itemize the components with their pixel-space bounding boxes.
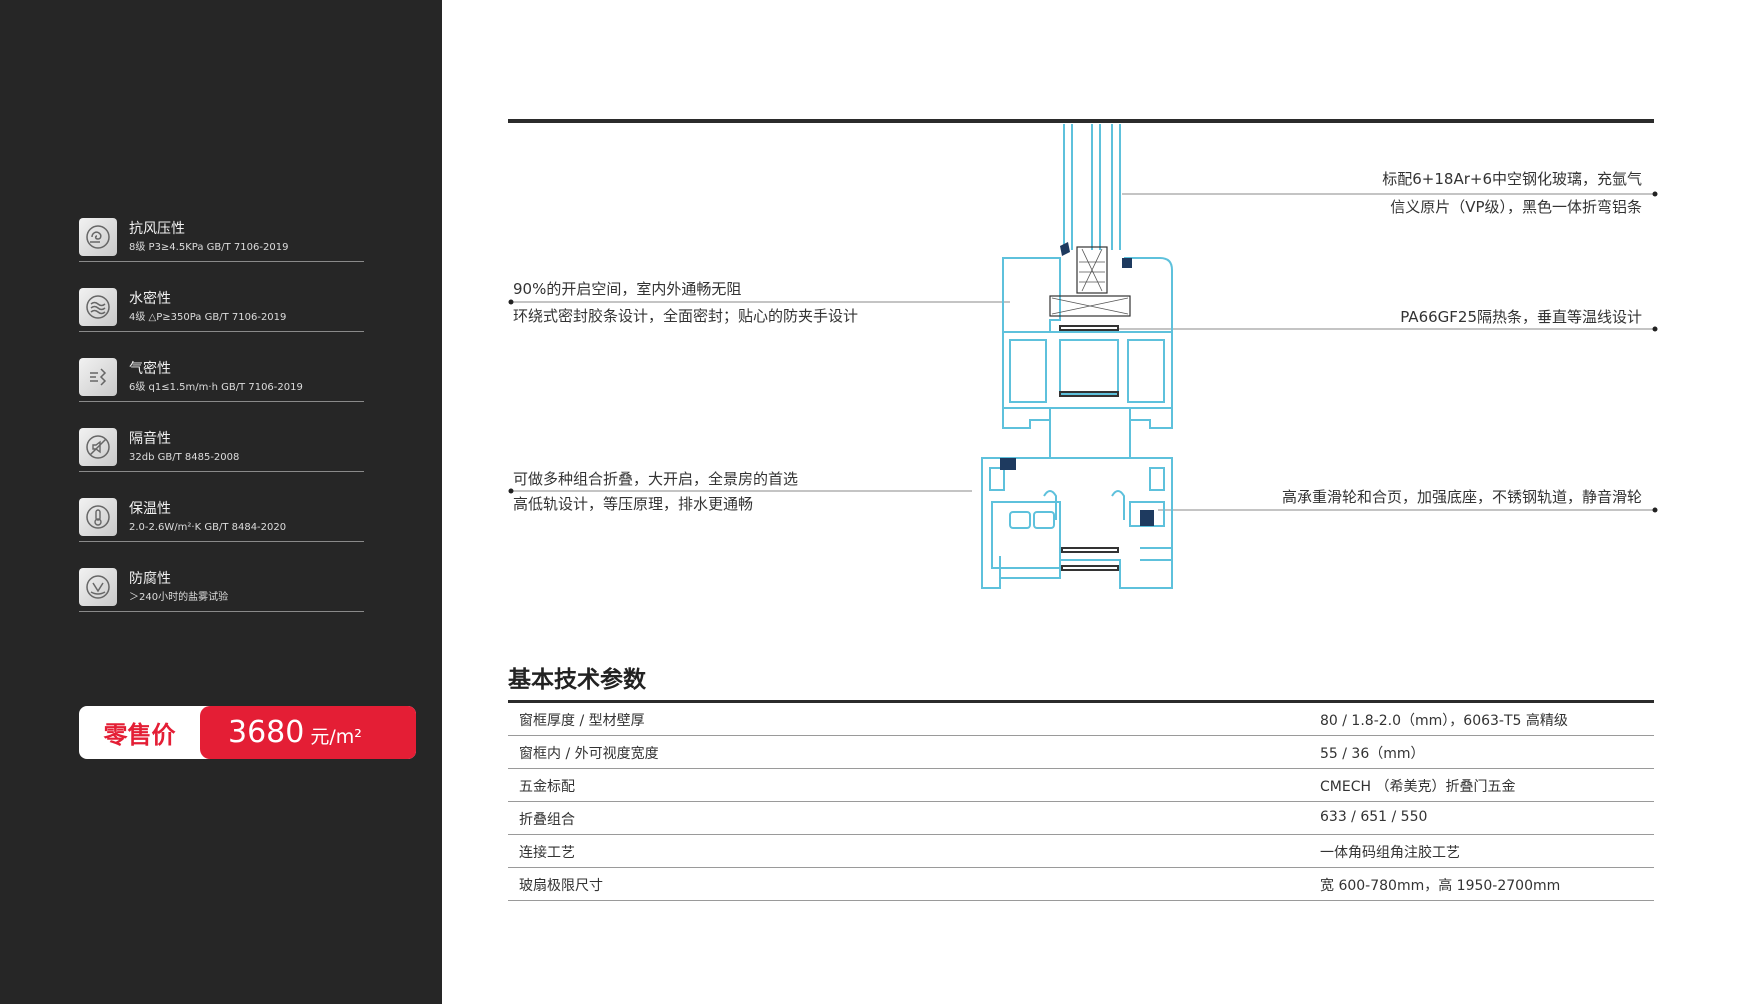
param-value: 55 / 36（mm）	[1320, 746, 1425, 762]
price-value-block: 3680 元/m²	[200, 706, 416, 759]
gaskets	[1000, 242, 1154, 526]
params-section-title: 基本技术参数	[508, 667, 646, 693]
table-row: 连接工艺 一体角码组角注胶工艺	[508, 835, 1654, 868]
leader-dots	[508, 191, 1658, 513]
spec-sound-insulation: 隔音性 32db GB/T 8485-2008	[79, 428, 364, 472]
callout-opening-line1: 90%的开启空间，室内外通畅无阻	[513, 280, 742, 298]
callout-hardware: 高承重滑轮和合页，加强底座，不锈钢轨道，静音滑轮	[1281, 488, 1642, 506]
spec-title: 抗风压性	[129, 221, 185, 237]
table-row: 窗框内 / 外可视度宽度 55 / 36（mm）	[508, 736, 1654, 769]
wind-pressure-icon	[79, 218, 117, 256]
spec-wind-pressure: 抗风压性 8级 P3≥4.5KPa GB/T 7106-2019	[79, 218, 364, 262]
table-row: 五金标配 CMECH （希美克）折叠门五金	[508, 769, 1654, 802]
leader-lines	[511, 193, 1654, 511]
corrosion-shield-icon	[79, 568, 117, 606]
param-value: 80 / 1.8-2.0（mm），6063-T5 高精级	[1320, 713, 1568, 729]
param-value: 一体角码组角注胶工艺	[1320, 845, 1460, 861]
spec-title: 隔音性	[129, 431, 171, 447]
param-name: 连接工艺	[519, 845, 575, 861]
spec-subtitle: 2.0-2.6W/m²·K GB/T 8484-2020	[129, 522, 287, 533]
spec-heat-insulation: 保温性 2.0-2.6W/m²·K GB/T 8484-2020	[79, 498, 364, 542]
params-table: 窗框厚度 / 型材壁厚 80 / 1.8-2.0（mm），6063-T5 高精级…	[508, 703, 1654, 901]
param-value: 宽 600-780mm，高 1950-2700mm	[1320, 878, 1561, 894]
table-row: 玻扇极限尺寸 宽 600-780mm，高 1950-2700mm	[508, 868, 1654, 901]
callout-combo-line2: 高低轨设计，等压原理，排水更通畅	[513, 495, 754, 513]
param-name: 窗框内 / 外可视度宽度	[519, 746, 659, 762]
price-value: 3680	[228, 715, 305, 750]
spec-subtitle: 8级 P3≥4.5KPa GB/T 7106-2019	[129, 242, 289, 253]
param-value: 633 / 651 / 550	[1320, 809, 1428, 825]
top-divider	[508, 119, 1654, 123]
table-row: 窗框厚度 / 型材壁厚 80 / 1.8-2.0（mm），6063-T5 高精级	[508, 703, 1654, 736]
spec-title: 防腐性	[129, 571, 171, 587]
param-name: 五金标配	[519, 779, 575, 795]
spec-title: 水密性	[129, 291, 171, 307]
price-unit: 元/m²	[310, 726, 362, 748]
spec-title: 保温性	[129, 501, 171, 517]
spec-title: 气密性	[129, 361, 171, 377]
param-value: CMECH （希美克）折叠门五金	[1320, 779, 1516, 795]
spec-corrosion-resistance: 防腐性 ＞240小时的盐雾试验	[79, 568, 364, 612]
callout-glass-line1: 标配6+18Ar+6中空钢化玻璃，充氩气	[1382, 170, 1642, 188]
spec-water-tightness: 水密性 4级 △P≥350Pa GB/T 7106-2019	[79, 288, 364, 332]
param-name: 玻扇极限尺寸	[519, 878, 603, 894]
callout-opening-line2: 环绕式密封胶条设计，全面密封；贴心的防夹手设计	[513, 307, 859, 325]
retail-price-badge: 零售价 3680 元/m²	[79, 706, 416, 759]
spec-air-tightness: 气密性 6级 q1≤1.5m/m·h GB/T 7106-2019	[79, 358, 364, 402]
spec-subtitle: ＞240小时的盐雾试验	[129, 592, 229, 603]
spec-subtitle: 32db GB/T 8485-2008	[129, 452, 240, 463]
sound-mute-icon	[79, 428, 117, 466]
table-row: 折叠组合 633 / 651 / 550	[508, 802, 1654, 835]
table-top-divider	[508, 700, 1654, 703]
water-wave-icon	[79, 288, 117, 326]
window-profile	[981, 124, 1173, 589]
callout-glass-line2: 信义原片（VP级），黑色一体折弯铝条	[1390, 198, 1642, 216]
param-name: 窗框厚度 / 型材壁厚	[519, 713, 645, 729]
param-name: 折叠组合	[519, 812, 575, 828]
thermometer-icon	[79, 498, 117, 536]
callout-combo-line1: 可做多种组合折叠，大开启，全景房的首选	[513, 470, 799, 488]
price-label: 零售价	[103, 721, 176, 749]
air-flow-icon	[79, 358, 117, 396]
spec-subtitle: 4级 △P≥350Pa GB/T 7106-2019	[129, 312, 287, 323]
spec-subtitle: 6级 q1≤1.5m/m·h GB/T 7106-2019	[129, 382, 303, 393]
sidebar-panel: 抗风压性 8级 P3≥4.5KPa GB/T 7106-2019 水密性 4级 …	[0, 0, 442, 1004]
callout-thermal-break: PA66GF25隔热条，垂直等温线设计	[1400, 308, 1642, 326]
